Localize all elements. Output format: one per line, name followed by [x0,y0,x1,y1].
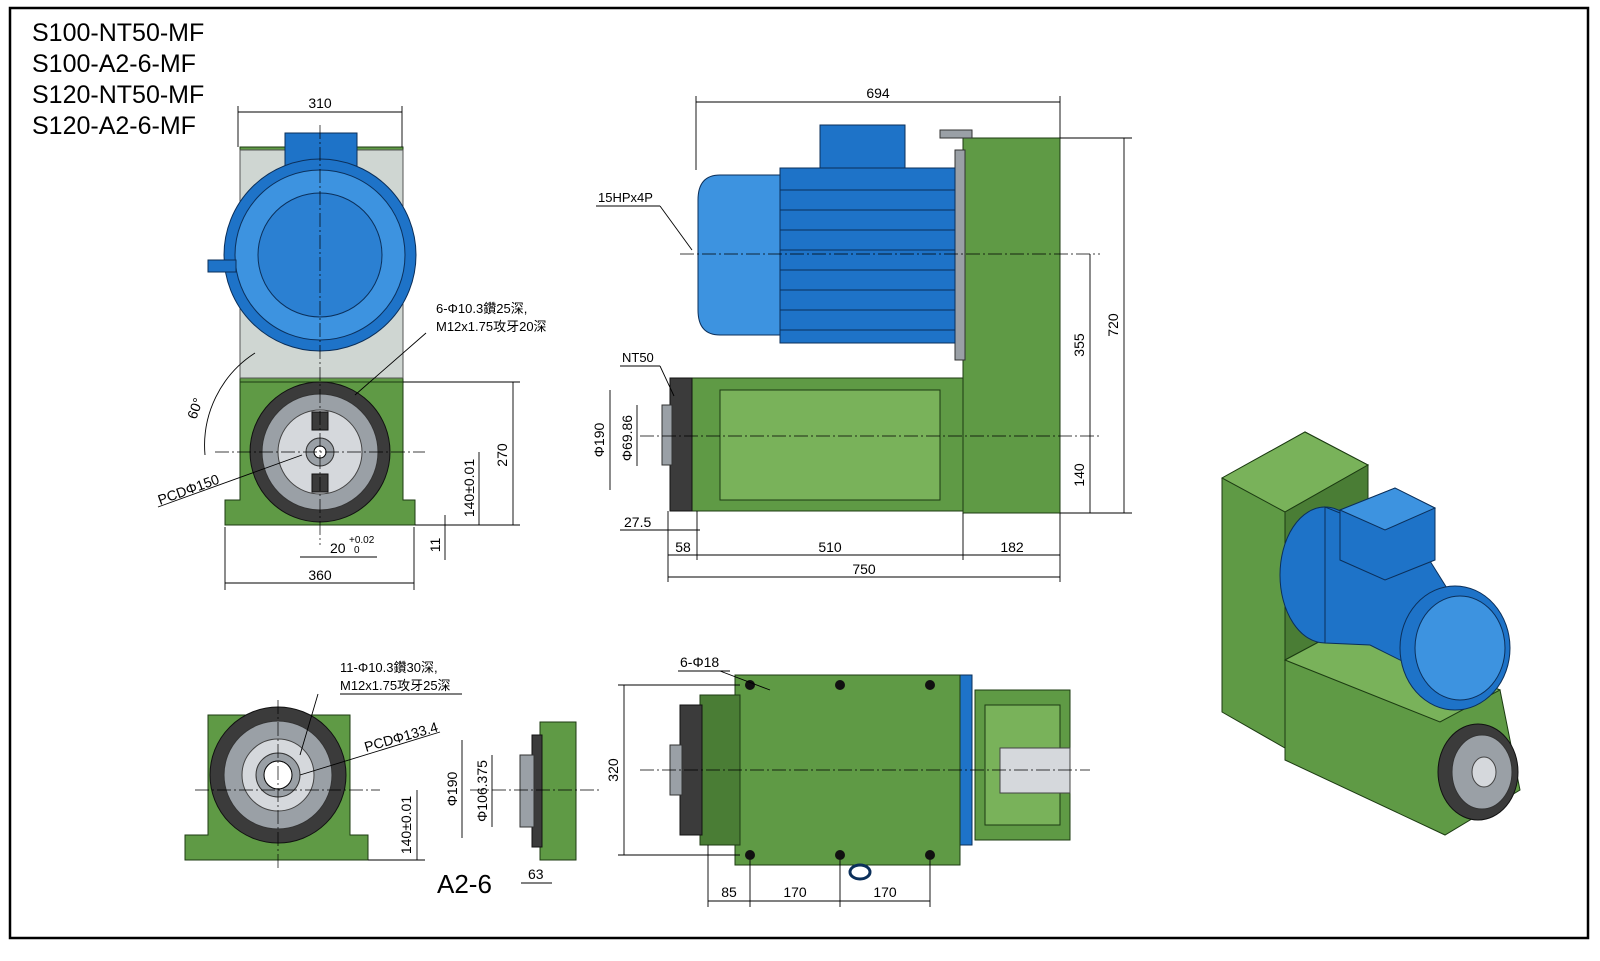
dim-140-front: 140±0.01 [461,459,477,518]
dim-58: 58 [675,539,691,555]
a26-hole-note-leader [299,693,319,756]
a26-top-hole-1 [745,680,755,690]
motor-lug [207,259,237,273]
dim-510: 510 [818,539,842,555]
motor-flange [954,149,966,361]
motor-terminal-box [819,124,906,176]
a26-top-lifting-eye [848,863,872,881]
a26-pcd: PCDΦ133.4 [362,719,439,755]
dim-355: 355 [1071,333,1087,357]
dia-69-86: Φ69.86 [619,415,635,461]
dim-11: 11 [427,538,443,553]
nose-label: NT50 [622,350,654,365]
dim-694: 694 [866,85,890,101]
a26-top-hole-2 [835,680,845,690]
a26-top-holes: 6-Φ18 [680,654,719,670]
sheet-border [8,6,1590,940]
dim-27-5: 27.5 [624,514,651,530]
angle-arc-60 [204,352,256,456]
hole-note-leader [354,332,427,396]
dim-20-tol-lower: 0 [354,545,360,556]
a26-dia-106: Φ106.375 [474,760,490,822]
a26-dia-190: Φ190 [444,772,460,807]
a26-top-motor-flange [959,674,973,846]
a26-dim-85: 85 [721,884,737,900]
a26-dim-63: 63 [528,866,544,882]
pcd-150: PCDΦ150 [156,471,222,508]
model-title-3: S120-NT50-MF [32,81,205,109]
drive-housing [962,137,1061,514]
a26-top-shaft [999,747,1071,794]
dim-182: 182 [1000,539,1024,555]
a26-profile-view: Φ190 Φ106.375 63 A2-6 [437,721,600,899]
spindle-flange-side [669,377,693,512]
motor-cover-center [257,192,383,318]
a26-hole-note-line2: M12x1.75攻牙25深 [340,678,451,693]
a26-dim-320: 320 [605,758,621,782]
motor-label-leader [659,205,693,251]
model-title-1: S100-NT50-MF [32,19,205,47]
angle-60: 60° [184,396,206,421]
iso-motor-fan-inner [1414,595,1506,701]
a26-label: A2-6 [437,869,492,899]
a26-pcd-leader [299,731,441,776]
a26-hole-note-line1: 11-Φ10.3鑽30深, [340,660,438,675]
a26-dim-170a: 170 [783,884,807,900]
spindle-housing-face [719,389,941,501]
dim-750: 750 [852,561,876,577]
a26-top-hole-3 [925,680,935,690]
motor-fan-cover-side [697,174,781,336]
spindle-nose-side [661,404,673,466]
a26-top-hole-5 [835,850,845,860]
lifting-tab [939,129,973,139]
a26-dim-170b: 170 [873,884,897,900]
model-title-4: S120-A2-6-MF [32,112,196,140]
iso-terminal-box-top [1338,487,1437,531]
model-title-2: S100-A2-6-MF [32,50,196,78]
dim-270: 270 [494,443,510,467]
a26-profile-nose [519,754,535,828]
a26-dim-140: 140±0.01 [398,796,414,855]
nose-label-leader [659,365,675,397]
a26-top-view: 6-Φ18 320 85 170 170 [605,654,1090,907]
a26-top-holes-leader [719,670,771,691]
dim-20-tol-upper: +0.02 [349,535,375,546]
side-view: 694 15HPx4P 720 355 140 NT50 Φ190 [591,85,1132,582]
dia-190-side: Φ190 [591,423,607,458]
hole-note-line2: M12x1.75攻牙20深 [436,319,547,334]
hole-note-line1: 6-Φ10.3鑽25深, [436,301,527,316]
isometric-view [1220,431,1521,836]
motor-fins [780,189,955,331]
dim-360: 360 [308,567,332,583]
dim-310: 310 [308,95,332,111]
dim-720: 720 [1105,313,1121,337]
a26-front-view: 11-Φ10.3鑽30深, M12x1.75攻牙25深 PCDΦ133.4 14… [184,660,462,870]
model-titles: S100-NT50-MF S100-A2-6-MF S120-NT50-MF S… [32,18,204,142]
a26-profile-housing [539,721,577,861]
front-view: 310 360 20 +0.02 0 270 140±0.01 11 [156,95,547,590]
motor-label: 15HPx4P [598,190,653,205]
dim-140-side: 140 [1071,463,1087,487]
pcd-leader [157,454,303,508]
dim-20: 20 [330,540,346,556]
iso-spindle-bore [1471,756,1497,788]
a26-top-hole-6 [925,850,935,860]
motor-body [779,167,956,344]
a26-top-hole-4 [745,850,755,860]
